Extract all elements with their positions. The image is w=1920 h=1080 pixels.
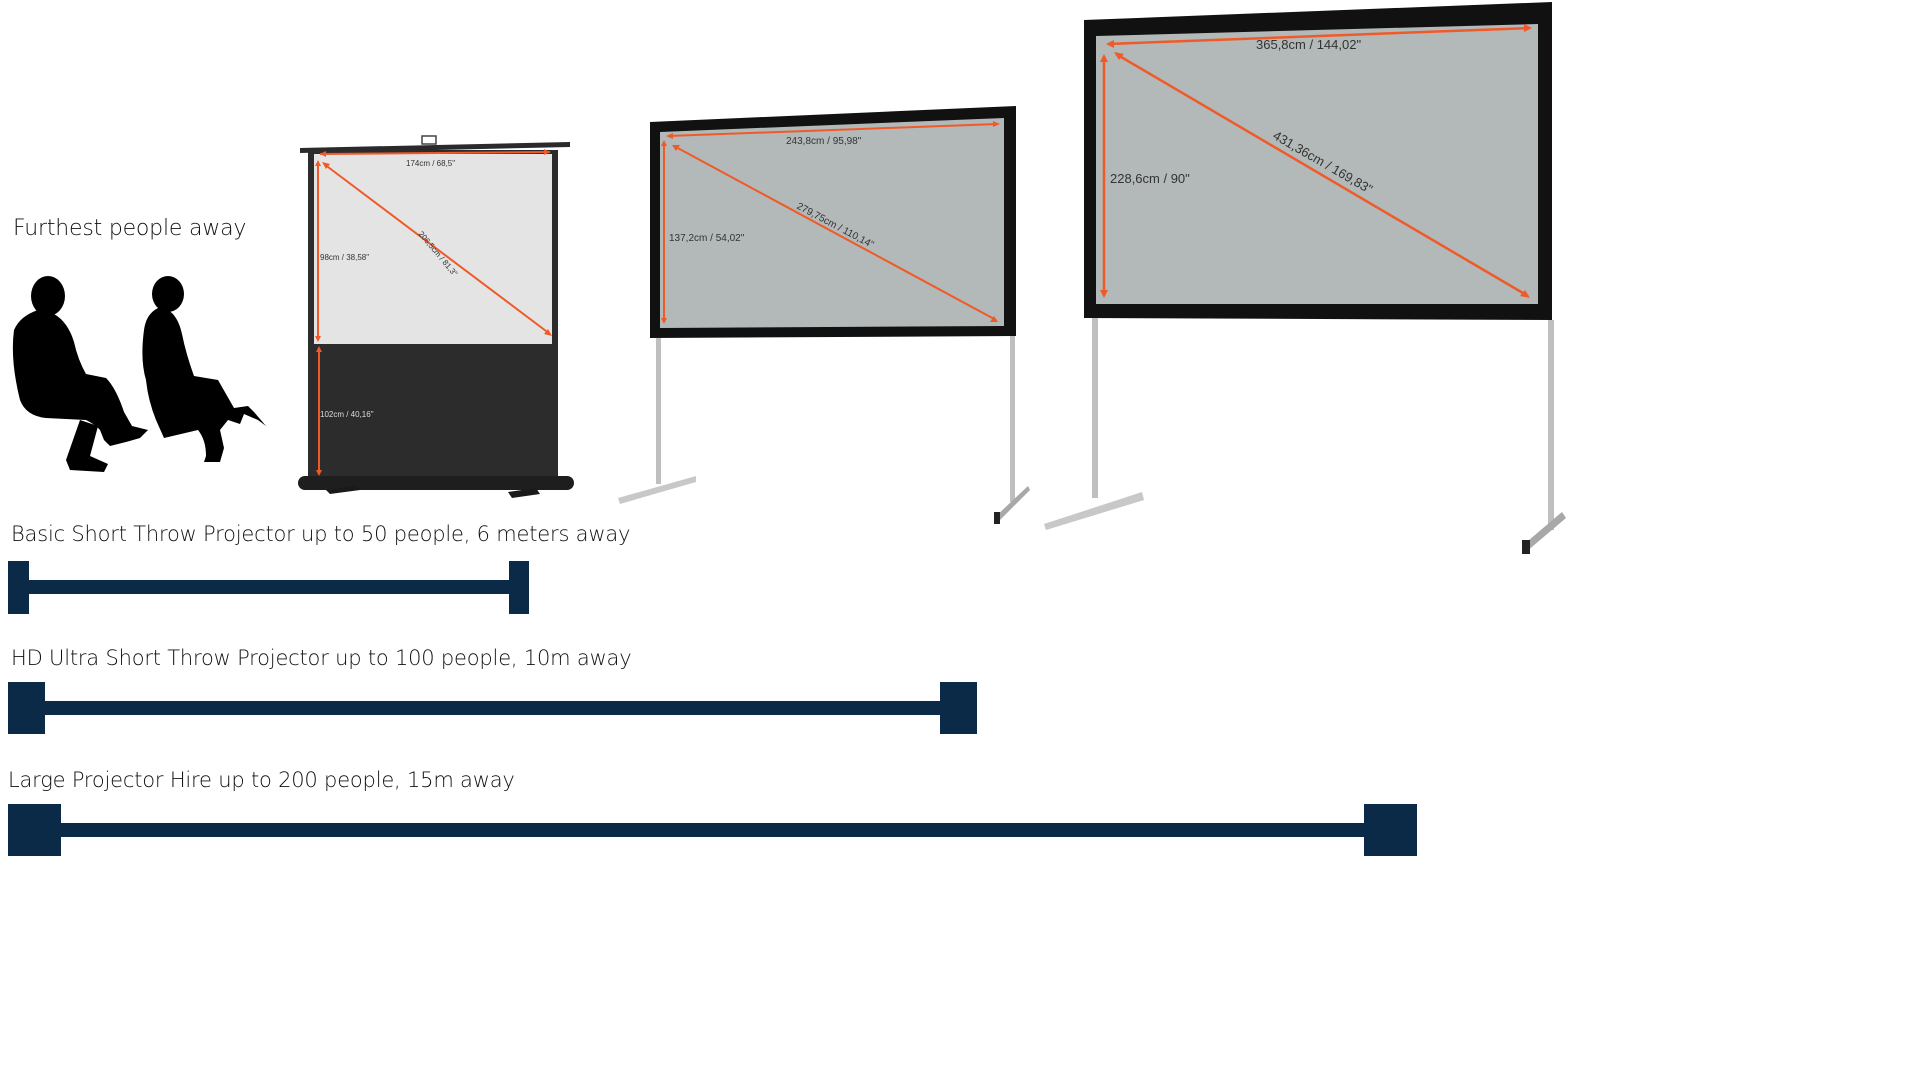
range-bar-end-cap: [509, 561, 529, 614]
range-bar-start-cap: [8, 804, 61, 856]
range-label-large: Large Projector Hire up to 200 people, 1…: [8, 768, 515, 792]
medium-height-label: 137,2cm / 54,02": [669, 233, 745, 244]
range-bar-large: [8, 804, 1417, 856]
range-label-basic: Basic Short Throw Projector up to 50 peo…: [11, 522, 631, 546]
range-label-hd-ultra: HD Ultra Short Throw Projector up to 100…: [11, 646, 632, 670]
range-bar-line: [61, 823, 1364, 837]
small-screen-illustration: 174cm / 68,5" 98cm / 38,58" 206,5cm / 81…: [298, 135, 574, 498]
medium-fast-fold-screen: 243,8cm / 95,98" 137,2cm / 54,02" 279,75…: [616, 104, 1036, 532]
range-bar-hd-ultra: [8, 682, 977, 734]
range-bar-start-cap: [8, 561, 29, 614]
medium-screen-illustration: 243,8cm / 95,98" 137,2cm / 54,02" 279,75…: [618, 106, 1030, 524]
large-width-label: 365,8cm / 144,02": [1256, 37, 1361, 52]
range-bar-basic: [8, 561, 529, 614]
seated-people-silhouette-icon: [12, 276, 266, 472]
large-fast-fold-screen: 365,8cm / 144,02" 228,6cm / 90" 431,36cm…: [1040, 0, 1568, 560]
range-bar-line: [45, 701, 940, 715]
small-width-label: 174cm / 68,5": [406, 159, 455, 168]
range-bar-end-cap: [940, 682, 977, 734]
range-bar-line: [29, 580, 509, 594]
small-pull-up-screen: 174cm / 68,5" 98cm / 38,58" 206,5cm / 81…: [296, 134, 581, 504]
range-bar-start-cap: [8, 682, 45, 734]
page-title: Furthest people away: [13, 216, 247, 241]
large-screen-illustration: 365,8cm / 144,02" 228,6cm / 90" 431,36cm…: [1044, 2, 1566, 554]
large-height-label: 228,6cm / 90": [1110, 171, 1190, 186]
medium-width-label: 243,8cm / 95,98": [786, 136, 862, 147]
small-base-label: 102cm / 40,16": [320, 410, 374, 419]
range-bar-end-cap: [1364, 804, 1417, 856]
small-height-label: 98cm / 38,58": [320, 253, 369, 262]
